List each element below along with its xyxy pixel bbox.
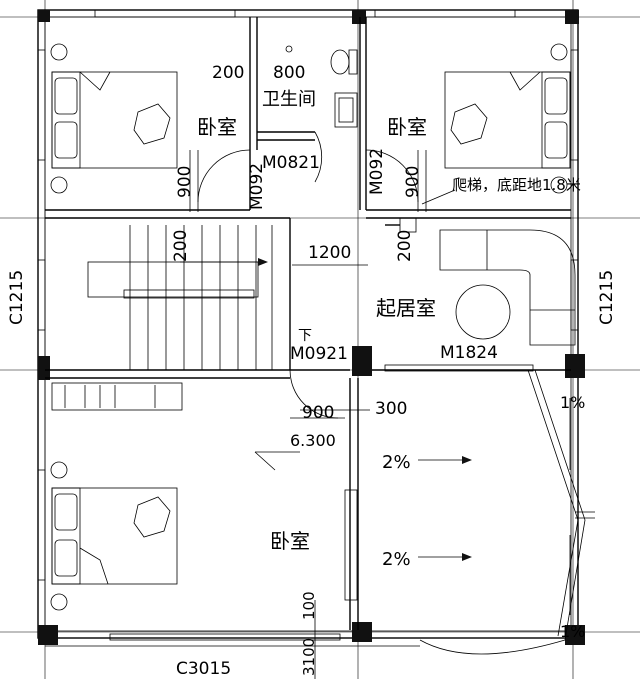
- room-bathroom: 卫生间: [262, 89, 316, 110]
- dim-800: 800: [273, 63, 305, 83]
- note-down: 下: [298, 328, 312, 344]
- slope-arrows: [418, 456, 472, 561]
- note-elevation: 6.300: [290, 431, 336, 450]
- bathroom-fixtures: [285, 45, 358, 128]
- note-ladder: 爬梯，底距地1.8米: [452, 176, 581, 194]
- window-label-left: C1215: [7, 270, 27, 325]
- room-bedroom-bottom: 卧室: [270, 529, 310, 553]
- staircase: [87, 225, 273, 370]
- bed-top-left: [50, 43, 178, 194]
- dim-900-bottom: 900: [302, 403, 334, 423]
- bed-top-right: [444, 43, 571, 194]
- dimension-lines: [189, 150, 427, 679]
- room-living: 起居室: [376, 296, 436, 320]
- bed-bottom: [50, 461, 178, 611]
- room-bedroom-top-left: 卧室: [197, 115, 237, 139]
- dim-900-right: 900: [403, 166, 423, 198]
- dim-900-left: 900: [175, 166, 195, 198]
- structural-columns: [38, 10, 585, 645]
- dim-200-wall: 200: [395, 230, 415, 262]
- interior-walls: [45, 17, 571, 630]
- wardrobe: [51, 382, 183, 411]
- dim-3100: 3100: [300, 638, 318, 676]
- dim-1200: 1200: [308, 243, 351, 263]
- window-label-right: C1215: [597, 270, 617, 325]
- dim-100: 100: [300, 591, 318, 620]
- door-swings: [197, 131, 534, 419]
- sofa: [439, 229, 576, 346]
- side-windows: [37, 49, 579, 581]
- slope-label-2: 2%: [382, 549, 411, 570]
- balcony: [419, 369, 595, 655]
- slope-label-3: 1%: [560, 393, 585, 412]
- dim-200-stair: 200: [171, 230, 191, 262]
- dim-300: 300: [375, 399, 407, 419]
- ladder: [385, 189, 456, 233]
- slope-label-1: 2%: [382, 452, 411, 473]
- door-label-left: M092: [247, 163, 267, 210]
- room-bedroom-top-right: 卧室: [387, 115, 427, 139]
- slope-label-4: 1%: [560, 622, 585, 641]
- door-label-stair: M0921: [290, 344, 348, 364]
- window-label-bottom: C3015: [176, 659, 231, 679]
- door-label-bath: M0821: [262, 153, 320, 173]
- coffee-table: [455, 284, 511, 340]
- dim-200-top: 200: [212, 63, 244, 83]
- door-label-balcony: M1824: [440, 343, 498, 363]
- door-label-right: M092: [367, 148, 387, 195]
